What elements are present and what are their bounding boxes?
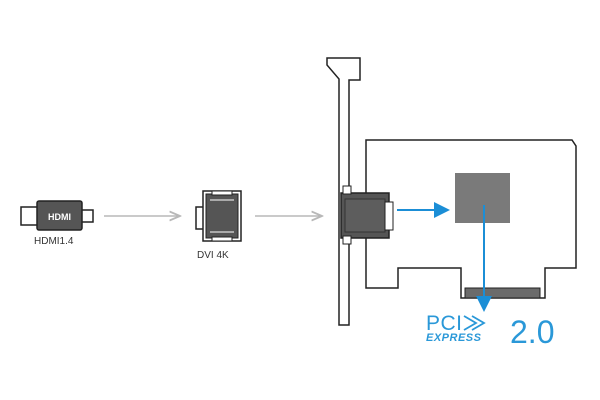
hdmi-label: HDMI1.4 bbox=[34, 236, 74, 247]
pci-chevron-icon bbox=[463, 315, 486, 331]
capture-chip bbox=[455, 173, 510, 223]
pci-logo-text: PCI bbox=[426, 312, 463, 335]
dvi-label: DVI 4K bbox=[197, 250, 229, 261]
express-logo-text: EXPRESS bbox=[426, 332, 482, 344]
pci-express-logo: PCI EXPRESS 2.0 bbox=[426, 312, 596, 352]
hdmi-logo-text: HDMI bbox=[48, 212, 71, 222]
pci-version-text: 2.0 bbox=[510, 314, 555, 350]
dvi-connector-icon bbox=[195, 190, 242, 242]
edge-connector-contacts bbox=[464, 287, 541, 299]
hdmi-connector-icon: HDMI bbox=[20, 200, 94, 231]
pcie-card bbox=[326, 57, 577, 326]
